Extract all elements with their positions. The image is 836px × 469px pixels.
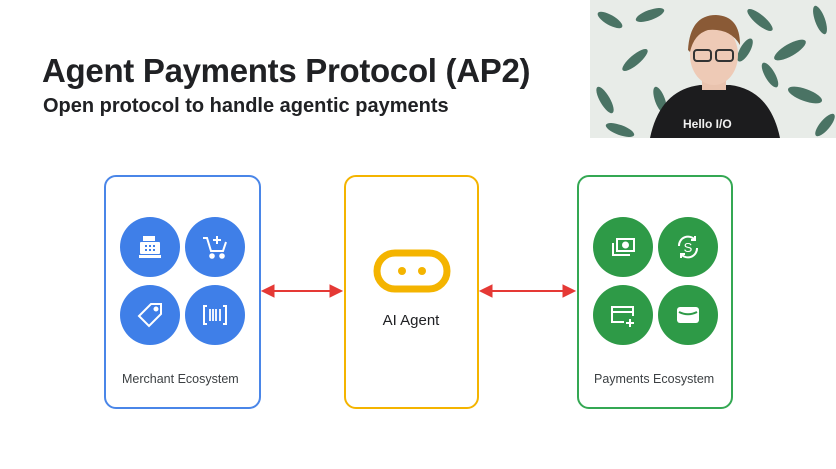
payments-ecosystem-box: S Payments Ecosystem bbox=[577, 175, 733, 409]
currency-exchange-icon: S bbox=[658, 217, 718, 277]
wallet-icon bbox=[658, 285, 718, 345]
merchant-ecosystem-box: Merchant Ecosystem bbox=[104, 175, 261, 409]
agent-payments-arrow bbox=[478, 284, 577, 298]
ai-agent-box: AI Agent bbox=[344, 175, 479, 409]
add-to-cart-icon bbox=[185, 217, 245, 277]
add-card-icon bbox=[593, 285, 653, 345]
webcam-video: Hello I/O bbox=[590, 0, 836, 138]
ai-agent-label: AI Agent bbox=[382, 312, 440, 329]
merchant-agent-arrow bbox=[260, 284, 344, 298]
svg-text:S: S bbox=[684, 240, 693, 255]
payments-ecosystem-label: Payments Ecosystem bbox=[594, 372, 715, 386]
barcode-scanner-icon bbox=[185, 285, 245, 345]
cash-register-icon bbox=[120, 217, 180, 277]
price-tag-icon bbox=[120, 285, 180, 345]
shirt-text: Hello I/O bbox=[683, 117, 732, 131]
merchant-ecosystem-label: Merchant Ecosystem bbox=[122, 372, 239, 386]
banknotes-icon bbox=[593, 217, 653, 277]
slide-title: Agent Payments Protocol (AP2) bbox=[42, 52, 531, 89]
robot-face-icon bbox=[373, 249, 451, 298]
slide-subtitle: Open protocol to handle agentic payments bbox=[43, 95, 449, 117]
